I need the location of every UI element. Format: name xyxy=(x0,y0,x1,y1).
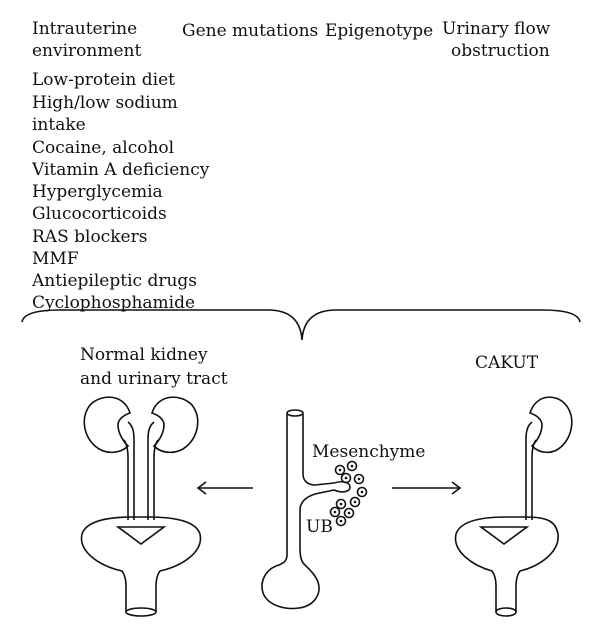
arrow-to-cakut xyxy=(392,481,462,495)
mesenchyme-cell xyxy=(349,496,361,508)
left-ureter xyxy=(123,421,135,520)
factor-intrauterine-line1: Intrauterine xyxy=(32,19,138,39)
list-item: Low-protein diet xyxy=(32,70,175,90)
factor-urinary-flow-line2: obstruction xyxy=(451,41,550,61)
ub-label: UB xyxy=(306,517,333,537)
list-item: Vitamin A deficiency xyxy=(32,160,210,180)
list-item: Antiepileptic drugs xyxy=(32,271,198,291)
list-item: High/low sodium xyxy=(32,93,178,113)
cakut-bladder xyxy=(454,516,559,612)
factor-intrauterine-line2: environment xyxy=(32,41,142,61)
arrow-to-normal xyxy=(196,481,253,495)
cakut-bladder-trigone xyxy=(478,526,530,545)
right-ureter xyxy=(147,421,159,520)
list-item: Hyperglycemia xyxy=(32,182,163,202)
mesenchyme-cell xyxy=(356,486,368,498)
ureteric-bud-illustration xyxy=(261,409,351,610)
nephric-duct xyxy=(261,414,335,610)
list-item: MMF xyxy=(32,249,79,269)
normal-kidney-label-line1: Normal kidney xyxy=(80,345,208,365)
list-item: intake xyxy=(32,115,86,135)
normal-kidney-label-line2: and urinary tract xyxy=(80,369,228,389)
left-kidney-shape xyxy=(83,396,132,454)
nephric-duct-inner xyxy=(302,414,335,486)
urethra-opening xyxy=(125,607,157,617)
mesenchyme-cell xyxy=(329,506,341,518)
cakut-urinary-tract-illustration xyxy=(454,396,573,617)
cakut-label: CAKUT xyxy=(475,353,539,373)
cakut-ureter xyxy=(525,421,537,520)
bladder xyxy=(80,516,202,612)
grouping-brace xyxy=(21,309,581,341)
mesenchyme-cell xyxy=(335,498,347,510)
factor-urinary-flow-line1: Urinary flow xyxy=(442,19,551,39)
right-kidney-shape xyxy=(150,396,199,454)
bladder-trigone xyxy=(115,526,167,545)
mesenchyme-cell xyxy=(334,464,346,476)
factor-epigenotype: Epigenotype xyxy=(325,21,434,41)
cakut-urethra-opening xyxy=(495,607,517,617)
list-item: Glucocorticoids xyxy=(32,204,167,224)
list-item: RAS blockers xyxy=(32,227,148,247)
mesenchyme-cell xyxy=(346,460,358,472)
factor-gene-mutations: Gene mutations xyxy=(182,21,319,41)
mesenchyme-cell xyxy=(353,473,365,485)
cakut-kidney-shape xyxy=(528,396,573,454)
mesenchyme-cells xyxy=(329,460,368,527)
mesenchyme-cell xyxy=(343,507,355,519)
normal-urinary-tract-illustration xyxy=(80,396,202,617)
list-item: Cyclophosphamide xyxy=(32,293,196,313)
mesenchyme-cell xyxy=(335,515,347,527)
ureteric-bud-tip xyxy=(333,480,351,493)
nephric-duct-top xyxy=(286,409,304,417)
mesenchyme-cell xyxy=(340,472,352,484)
list-item: Cocaine, alcohol xyxy=(32,138,175,158)
mesenchyme-label: Mesenchyme xyxy=(312,442,426,462)
